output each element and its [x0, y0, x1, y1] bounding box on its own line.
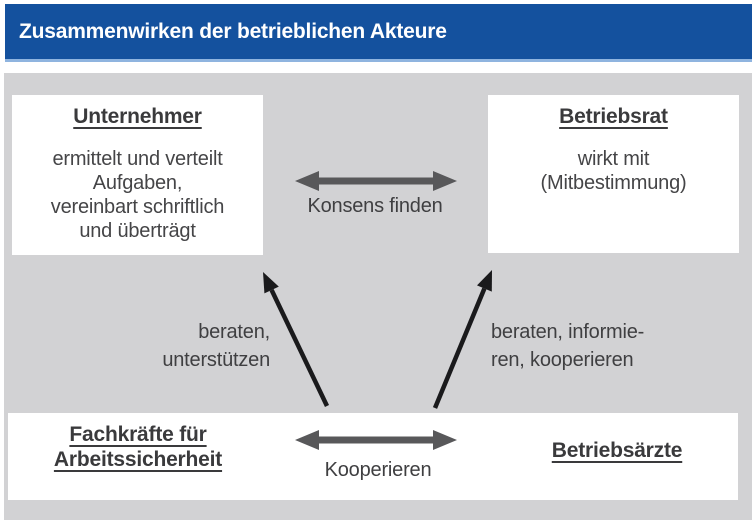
actor-title-fachkraefte: Fachkräfte für Arbeitssicherheit — [53, 423, 223, 471]
relation-label-konsens-finden: Konsens finden — [307, 195, 443, 217]
header-bar: Zusammenwirken der betrieblichen Akteure — [5, 4, 752, 62]
relation-label-kooperieren: Kooperieren — [324, 459, 432, 481]
actor-box-betriebsrat: Betriebsrat wirkt mit (Mitbestimmung) — [488, 95, 739, 253]
actor-description-unternehmer: ermittelt und verteilt Aufgaben, vereinb… — [50, 148, 225, 242]
relation-label-beraten-informieren: beraten, informie- ren, kooperieren — [491, 321, 645, 371]
actor-box-unternehmer: Unternehmer ermittelt und verteilt Aufga… — [12, 95, 263, 255]
relation-label-beraten-unterstuetzen: beraten, unterstützen — [162, 321, 270, 371]
bottom-actors-bar — [8, 413, 738, 500]
actor-title-betriebsrat: Betriebsrat — [559, 105, 668, 128]
actor-title-betriebsaerzte: Betriebsärzte — [551, 439, 683, 462]
page-title: Zusammenwirken der betrieblichen Akteure — [19, 19, 447, 43]
actor-title-unternehmer: Unternehmer — [73, 105, 202, 128]
actor-description-betriebsrat: wirkt mit (Mitbestimmung) — [540, 148, 687, 194]
